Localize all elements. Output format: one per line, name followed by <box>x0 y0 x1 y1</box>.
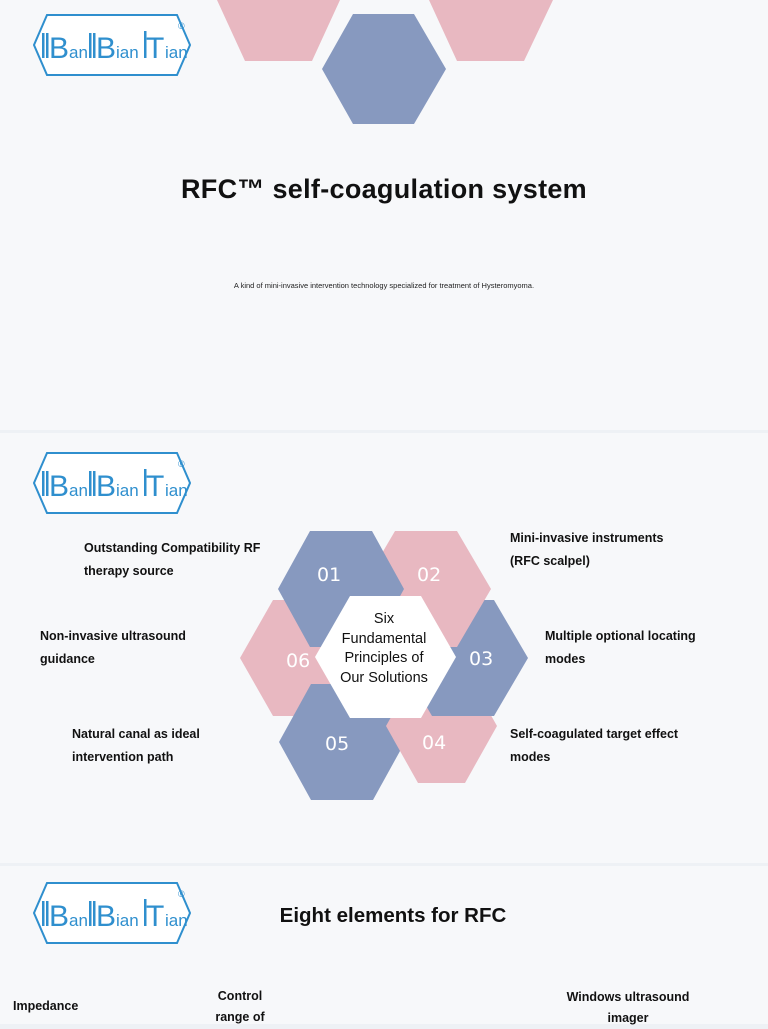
principle-03-label: Multiple optional locating modes <box>545 625 696 671</box>
svg-text:B: B <box>49 900 69 933</box>
svg-text:T: T <box>146 900 164 933</box>
center-line-2: Fundamental <box>341 630 427 647</box>
svg-text:ian: ian <box>116 43 139 62</box>
principle-05-label: Natural canal as ideal intervention path <box>72 723 200 769</box>
logo-graphic: B an B ian T ian ® <box>33 14 191 76</box>
svg-text:B: B <box>49 32 69 65</box>
decor-hexagon-blue <box>322 14 446 124</box>
svg-text:ian: ian <box>165 911 188 930</box>
center-line-3: Principles of <box>344 650 424 666</box>
principle-02-line1: Mini-invasive instruments <box>510 531 664 545</box>
principles-center-label: Six Fundamental Principles of Our Soluti… <box>325 610 443 688</box>
element-control-range: Control range of <box>196 986 284 1028</box>
principle-04-label: Self-coagulated target effect modes <box>510 723 678 769</box>
principle-03-line1: Multiple optional locating <box>545 629 696 643</box>
principle-02-label: Mini-invasive instruments (RFC scalpel) <box>510 527 664 573</box>
svg-text:B: B <box>96 32 116 65</box>
principle-05-line1: Natural canal as ideal <box>72 727 200 741</box>
svg-text:T: T <box>146 470 164 503</box>
element-impedance: Impedance <box>13 996 78 1017</box>
principle-06-line2: guidance <box>40 652 95 666</box>
principle-01-line1: Outstanding Compatibility RF <box>84 541 261 555</box>
svg-text:B: B <box>96 470 116 503</box>
element-control-line1: Control <box>217 989 263 1003</box>
center-line-1: Six <box>373 611 395 627</box>
svg-text:ian: ian <box>116 911 139 930</box>
banbiantian-logo: B an B ian T ian ® <box>33 881 191 945</box>
element-windows-line1: Windows ultrasound <box>566 990 690 1004</box>
element-impedance-line1: Impedance <box>13 999 79 1013</box>
principle-01-line2: therapy source <box>84 564 174 578</box>
svg-text:ian: ian <box>165 43 188 62</box>
banbiantian-logo: B an B ian T ian ® <box>33 451 191 515</box>
slide-eight-elements: B an B ian T ian ® <box>0 866 768 1024</box>
slide-title: B an B ian T ian ® RFC™ self-coagulation… <box>0 0 768 430</box>
principle-01-label: Outstanding Compatibility RF therapy sou… <box>84 537 260 583</box>
svg-text:®: ® <box>178 21 185 31</box>
banbiantian-logo: B an B ian T ian ® <box>33 13 191 77</box>
element-windows-line2: imager <box>607 1011 649 1025</box>
logo-graphic: B an B ian T ian ® <box>33 452 191 514</box>
decor-hexagon-pink-right <box>429 0 553 61</box>
principle-04-line2: modes <box>510 750 551 764</box>
svg-text:ian: ian <box>165 481 188 500</box>
svg-text:B: B <box>49 470 69 503</box>
center-line-4: Our Solutions <box>340 669 428 686</box>
eight-elements-title: Eight elements for RFC <box>279 904 507 927</box>
svg-text:B: B <box>96 900 116 933</box>
principle-06-line1: Non-invasive ultrasound <box>40 629 186 643</box>
decor-hexagon-pink-left <box>217 0 340 61</box>
principle-05-line2: intervention path <box>72 750 174 764</box>
element-control-line2: range of <box>215 1010 265 1024</box>
decorative-hexagons <box>217 0 553 124</box>
slide-title-heading: RFC™ self-coagulation system <box>181 174 587 204</box>
svg-text:®: ® <box>178 889 185 899</box>
slide-subtitle: A kind of mini-invasive intervention tec… <box>233 281 535 290</box>
svg-text:an: an <box>69 911 88 930</box>
svg-text:an: an <box>69 481 88 500</box>
svg-text:T: T <box>146 32 164 65</box>
element-windows-ultrasound: Windows ultrasound imager <box>548 987 708 1029</box>
principle-06-label: Non-invasive ultrasound guidance <box>40 625 186 671</box>
logo-graphic: B an B ian T ian ® <box>33 882 191 944</box>
svg-text:ian: ian <box>116 481 139 500</box>
principle-04-line1: Self-coagulated target effect <box>510 727 679 741</box>
principle-03-line2: modes <box>545 652 586 666</box>
svg-text:an: an <box>69 43 88 62</box>
svg-text:®: ® <box>178 459 185 469</box>
principle-02-line2: (RFC scalpel) <box>510 554 590 568</box>
